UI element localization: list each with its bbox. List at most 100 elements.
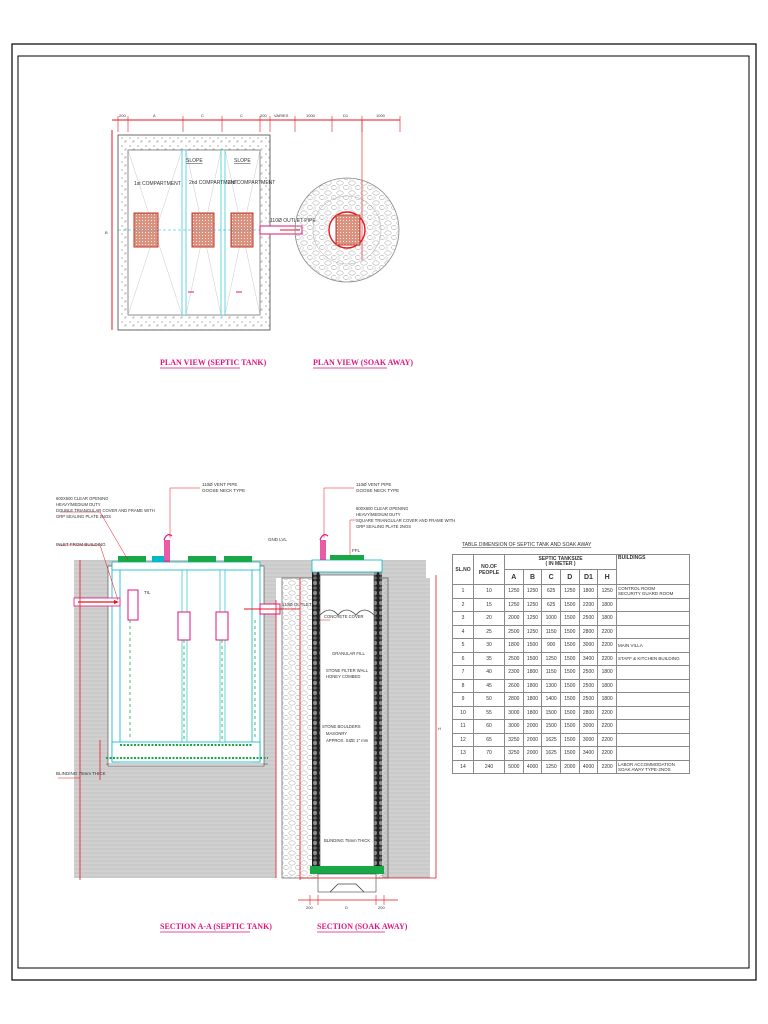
- cell-d1: 2500: [578, 611, 599, 626]
- cell-slno: 7: [452, 665, 474, 680]
- section-soak-away: 110Ø VENT PIPE GOOSE NECK TYPE 600X600 C…: [281, 482, 455, 933]
- cell-d1: 3000: [578, 638, 599, 653]
- vent2-label: 110Ø VENT PIPE: [356, 482, 391, 487]
- cell-buildings: MAIN VILLA: [616, 638, 690, 653]
- cell-b: 1250: [522, 624, 543, 639]
- cell-c: 1250: [541, 651, 561, 666]
- cell-d: 1500: [559, 678, 580, 693]
- cell-slno: 3: [452, 611, 474, 626]
- blinding1-label: BLINDING 75mm THICK: [56, 771, 106, 776]
- cell-d1: 3000: [578, 732, 599, 747]
- cell-slno: 11: [452, 719, 474, 734]
- cell-people: 60: [473, 719, 505, 734]
- cell-d: 1500: [559, 705, 580, 720]
- subcol-d: D: [559, 569, 580, 585]
- cover2b-label: HEAVY/MEDIUM DUTY: [356, 512, 401, 517]
- cell-slno: 13: [452, 746, 474, 761]
- col-group-sub: ( IN METER ): [545, 561, 576, 567]
- cell-buildings: [616, 705, 690, 720]
- cell-slno: 6: [452, 651, 474, 666]
- dim-bottom-200a: 200: [306, 905, 313, 910]
- cell-d1: 3000: [578, 719, 599, 734]
- inner-border: [17, 55, 750, 969]
- concrete-label: CONCRETE COVER: [324, 614, 364, 619]
- cell-buildings: [616, 719, 690, 734]
- cell-c: 1150: [541, 665, 561, 680]
- dim-1000a: 1000: [306, 113, 316, 118]
- outlet-plan-label: 110Ø OUTLET PIPE: [270, 218, 316, 224]
- cell-a: 2000: [504, 611, 524, 626]
- cell-c: 900: [541, 638, 561, 653]
- cell-d: 1250: [559, 584, 580, 599]
- cover1c-label: DOUBLE TRIANGULAR COVER AND FRAME WITH: [56, 508, 155, 513]
- cell-a: 1250: [504, 584, 524, 599]
- cell-slno: 5: [452, 638, 474, 653]
- dim-c1: C: [201, 113, 204, 118]
- subcol-c: C: [541, 569, 561, 585]
- col-group: SEPTIC TANKSIZE( IN METER ): [504, 554, 617, 570]
- comp2-label: 2nd COMPARTMENT: [189, 180, 237, 186]
- cell-a: 3000: [504, 719, 524, 734]
- cell-h: 1800: [597, 678, 617, 693]
- vent1-label: 110Ø VENT PIPE: [202, 482, 237, 487]
- cell-d1: 2500: [578, 665, 599, 680]
- subcol-a: A: [504, 569, 524, 585]
- stonebed1-label: STONE BOULDERS: [322, 724, 361, 729]
- cell-a: 1800: [504, 638, 524, 653]
- cell-h: 1800: [597, 665, 617, 680]
- cell-d1: 4000: [578, 759, 599, 774]
- cell-b: 1500: [522, 651, 543, 666]
- cell-c: 625: [541, 584, 561, 599]
- dim-a: A: [153, 113, 156, 118]
- cell-d: 1500: [559, 624, 580, 639]
- cell-c: 1250: [541, 759, 561, 774]
- cell-a: 2300: [504, 665, 524, 680]
- table-title: TABLE DIMENSION OF SEPTIC TANK AND SOAK …: [462, 542, 592, 548]
- cell-d1: 2500: [578, 692, 599, 707]
- cell-people: 25: [473, 624, 505, 639]
- gnd-label: GND LVL: [268, 537, 287, 542]
- cell-b: 1800: [522, 665, 543, 680]
- slope2-label: SLOPE: [234, 158, 251, 164]
- cell-b: 2000: [522, 746, 543, 761]
- cover1a-label: 600X600 CLEAR OPENING: [56, 496, 108, 501]
- cell-b: 1250: [522, 584, 543, 599]
- cell-buildings: [616, 597, 690, 612]
- plan-soak-away: PLAN VIEW (SOAK AWAY): [294, 120, 413, 369]
- granular-label: GRANULAR FILL: [332, 651, 365, 656]
- cell-slno: 1: [452, 584, 474, 599]
- plan-septic-title: PLAN VIEW (SEPTIC TANK): [160, 358, 267, 367]
- slope1-label: SLOPE: [186, 158, 203, 164]
- cell-slno: 9: [452, 692, 474, 707]
- cell-h: 2200: [597, 651, 617, 666]
- cell-h: 2200: [597, 624, 617, 639]
- section-soak-title: SECTION (SOAK AWAY): [317, 922, 408, 931]
- col-group-label: SEPTIC TANKSIZE: [538, 556, 583, 562]
- cell-d1: 2800: [578, 705, 599, 720]
- cell-d1: 1800: [578, 584, 599, 599]
- cell-buildings: [616, 692, 690, 707]
- cell-d1: 3400: [578, 746, 599, 761]
- cell-b: 1500: [522, 638, 543, 653]
- dim-1000b: 1000: [376, 113, 386, 118]
- cell-a: 3000: [504, 705, 524, 720]
- cell-d: 1500: [559, 597, 580, 612]
- cell-h: 2200: [597, 732, 617, 747]
- dim-bottom-200b: 200: [378, 905, 385, 910]
- cell-a: 5000: [504, 759, 524, 774]
- outer-border: [11, 43, 757, 981]
- cell-people: 65: [473, 732, 505, 747]
- dim-bottom-d: D: [345, 905, 348, 910]
- cell-people: 240: [473, 759, 505, 774]
- cell-buildings: [616, 746, 690, 761]
